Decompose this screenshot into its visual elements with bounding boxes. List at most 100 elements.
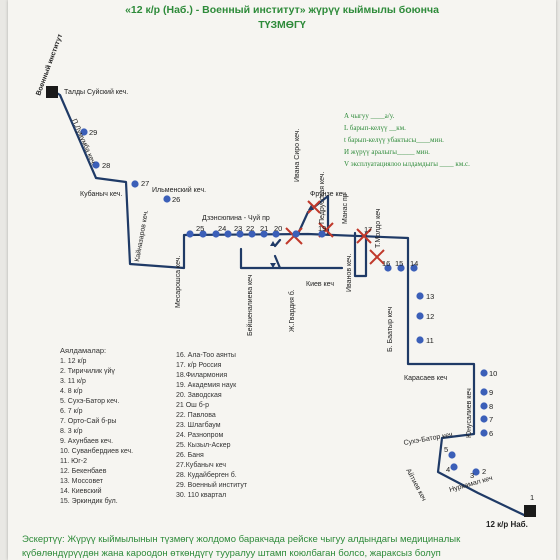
stop-dot <box>131 180 139 188</box>
title-line-1: «12 к/р (Наб.) - Военный институт» жүрүү… <box>125 4 439 16</box>
stop-number: 6 <box>489 429 493 438</box>
stop-dot <box>224 230 232 238</box>
street-label: Карасаев кеч <box>404 375 448 382</box>
legend-item: 26. Баня <box>176 452 204 459</box>
legend-item: 21 Ош б-р <box>176 402 209 409</box>
legend-item: 3. 11 к/р <box>60 378 86 385</box>
stop-dot <box>384 264 392 272</box>
stop-number: 7 <box>489 415 493 424</box>
legend-item: 17. к/р Россия <box>176 362 222 369</box>
stop-number: 17 <box>364 225 372 234</box>
legend-item: 6. 7 к/р <box>60 408 83 415</box>
stop-dot <box>80 128 88 136</box>
legend-item: 14. Киевский <box>60 488 102 495</box>
route-map: 29 28 27 26 25 24 23 22 21 20 19 17 16 1… <box>34 32 536 529</box>
street-label: П.Лумумба кеч. <box>70 118 98 167</box>
stop-number: 26 <box>172 195 180 204</box>
stop-number: 23 <box>234 224 242 233</box>
stop-number: 13 <box>426 292 434 301</box>
legend-item: 5. Сухэ-Батор кеч. <box>60 398 120 405</box>
legend-item: 16. Ала-Тоо аянты <box>176 352 236 359</box>
stop-dot <box>260 230 268 238</box>
stop-number: 9 <box>489 388 493 397</box>
legend-item: 13. Моссовет <box>60 478 103 485</box>
stop-dot <box>480 369 488 377</box>
street-label: Ильменский кеч. <box>152 186 206 194</box>
legend-item: 1. 12 к/р <box>60 358 87 365</box>
legend-item: 15. Эркиндик бул. <box>60 498 118 505</box>
stop-dot <box>318 230 326 238</box>
footer-note-line-2: күбөлөндүрүүдөн жана кароодон өткөндүгү … <box>22 548 441 559</box>
legend-item: 8. 3 к/р <box>60 428 83 435</box>
route-line <box>50 88 526 517</box>
legend-item: 20. Заводская <box>176 392 222 399</box>
street-label: Месарошса кеч. <box>175 256 182 308</box>
stop-dot <box>416 292 424 300</box>
stop-dot <box>199 230 207 238</box>
stop-number: 19 <box>318 224 326 233</box>
stop-dot <box>480 415 488 423</box>
stop-number: 29 <box>89 128 97 137</box>
info-line: А чыгуу ____а/у. <box>344 112 395 120</box>
stop-number: 3 <box>470 471 474 480</box>
stop-dot <box>480 402 488 410</box>
stop-number: 5 <box>444 445 448 454</box>
legend-heading: Аялдамалар: <box>60 346 107 355</box>
direction-arrows <box>270 205 314 268</box>
legend-item: 24. Разнопром <box>176 432 224 439</box>
stop-number: 4 <box>446 465 450 474</box>
stop-dot <box>272 230 280 238</box>
stop-dot <box>92 161 100 169</box>
legend-item: 11. Юг-2 <box>60 458 88 465</box>
legend-item: 7. Орто-Сай б-ры <box>60 418 117 425</box>
street-label: Айтиев кеч <box>404 467 428 503</box>
info-line: V эксплуатациялоо ылдамдыгы ____ км.с. <box>344 160 470 168</box>
street-label: Талды Суйский кеч. <box>64 88 128 96</box>
stop-dot <box>163 195 171 203</box>
street-label: Ивана Сиро кеч. <box>294 129 301 182</box>
stop-dot <box>450 463 458 471</box>
stop-dot <box>410 264 418 272</box>
legend-item: 29. Военный институт <box>176 482 248 489</box>
paper-sheet: «12 к/р (Наб.) - Военный институт» жүрүү… <box>8 0 556 560</box>
street-label: Б. Баатыр кеч <box>387 306 394 352</box>
legend-item: 22. Павлова <box>176 412 216 419</box>
end-terminal-marker <box>524 505 536 517</box>
stop-number: 16 <box>382 259 390 268</box>
legend-item: 18.Филармония <box>176 372 228 379</box>
street-label: Т.Молдо кеч <box>375 208 382 248</box>
legend-item: 10. Суванбердиев кеч. <box>60 448 134 455</box>
stop-number: 2 <box>482 467 486 476</box>
legend-item: 4. 8 к/р <box>60 388 83 395</box>
stop-number: 1 <box>530 493 534 502</box>
stop-number: 15 <box>395 259 403 268</box>
stop-number: 8 <box>489 402 493 411</box>
info-line: И жүрүү аралыгы_____ мин. <box>344 148 430 156</box>
stop-dot <box>448 451 456 459</box>
stop-dot <box>480 429 488 437</box>
street-label: Фрунзе кеч <box>310 191 346 198</box>
info-line: t барып-келүү убактысы____мин. <box>344 136 444 144</box>
stop-number: 10 <box>489 369 497 378</box>
stop-number: 21 <box>260 224 268 233</box>
legend-item: 28. Кудайберген б. <box>176 472 237 479</box>
info-line: L барып-келүү __км. <box>344 124 406 132</box>
legend-item: 9. Ахунбаев кеч. <box>60 438 114 445</box>
street-label: Кайназаров кеч. <box>133 209 150 262</box>
stop-number: 28 <box>102 161 110 170</box>
legend-item: 30. 110 квартал <box>176 492 227 499</box>
street-label: Киев кеч <box>306 281 334 288</box>
stop-dot <box>186 230 194 238</box>
stop-dot <box>416 312 424 320</box>
legend-item: 12. Бекенбаев <box>60 468 107 475</box>
stop-dot <box>472 468 480 476</box>
endpoint-label-end: 12 к/р Наб. <box>486 520 528 529</box>
stop-dot <box>480 388 488 396</box>
street-label: Иванов кеч. <box>346 254 353 292</box>
stop-number: 27 <box>141 179 149 188</box>
stop-number: 12 <box>426 312 434 321</box>
stop-dot <box>212 230 220 238</box>
stops <box>80 128 488 476</box>
legend-item: 2. Тиричилик үйү <box>60 368 115 375</box>
stop-number: 11 <box>426 336 434 345</box>
